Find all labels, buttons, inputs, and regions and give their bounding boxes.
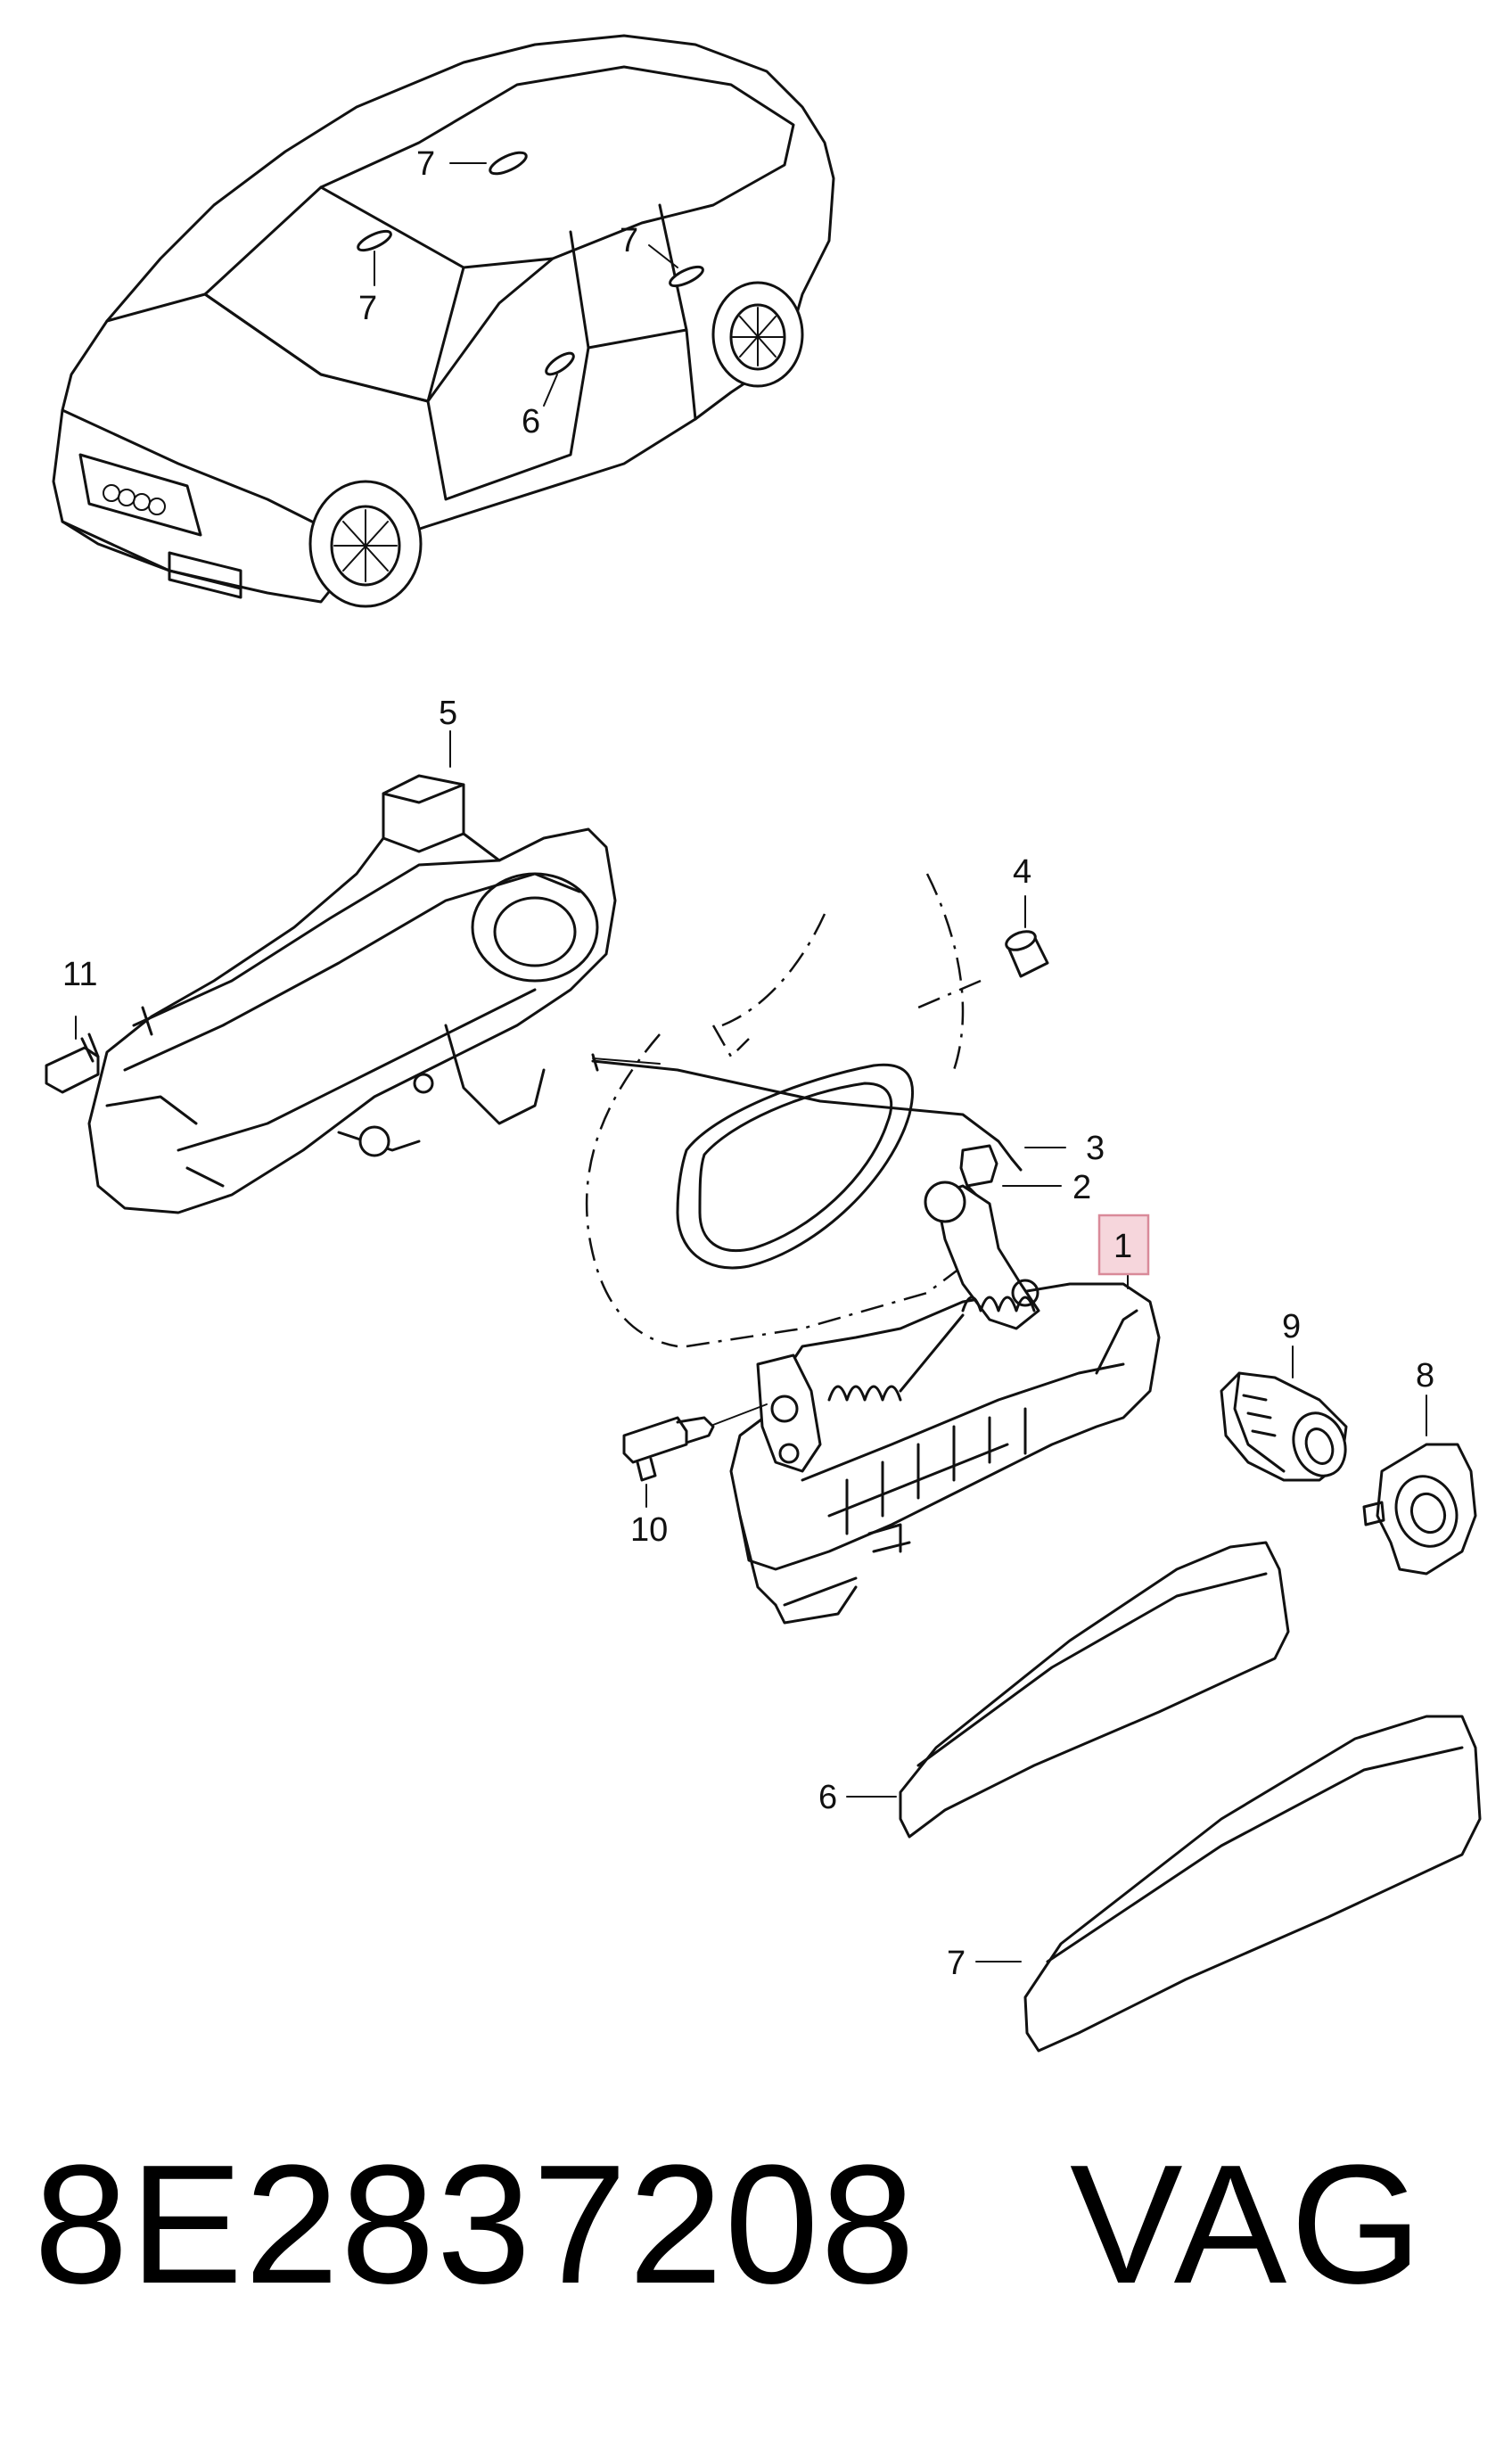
- actuating-rod-part-3: [591, 1053, 1066, 1172]
- callout-1: 1: [1113, 1228, 1132, 1265]
- callout-6-car: 6: [522, 403, 540, 440]
- callout-7-cap: 7: [947, 1945, 966, 1982]
- callout-7-rear-door: 7: [620, 222, 638, 259]
- callout-3: 3: [1086, 1130, 1105, 1167]
- door-lock-assembly: [87, 730, 617, 1214]
- callout-5: 5: [439, 695, 457, 732]
- bush-part-4: [1005, 895, 1049, 978]
- handle-carrier-part-1: [729, 1181, 1161, 1625]
- callout-6-cap: 6: [818, 1779, 837, 1816]
- clip-part-2: [959, 1144, 1062, 1201]
- handle-cap-part-6: [846, 1541, 1290, 1839]
- connector-part-11: [45, 1016, 100, 1094]
- callout-4: 4: [1013, 853, 1031, 891]
- callout-7-roof: 7: [416, 145, 435, 183]
- lock-cylinder-part-9: [1220, 1345, 1348, 1482]
- callout-8: 8: [1416, 1357, 1434, 1395]
- callout-11: 11: [62, 956, 97, 993]
- callout-10: 10: [630, 1511, 668, 1549]
- callout-1-highlight: [1097, 1214, 1150, 1276]
- bolt-part-10: [622, 1403, 768, 1508]
- callout-7-pillar: 7: [358, 290, 377, 327]
- car-illustration: [52, 34, 835, 608]
- part-number-label: 8E2837208: [34, 2130, 917, 2319]
- handle-cap-part-7: [975, 1715, 1482, 2053]
- callout-9: 9: [1282, 1308, 1301, 1345]
- lock-cap-part-8: [1362, 1395, 1477, 1576]
- brand-label: VAG: [1070, 2130, 1426, 2319]
- callout-2: 2: [1072, 1169, 1091, 1206]
